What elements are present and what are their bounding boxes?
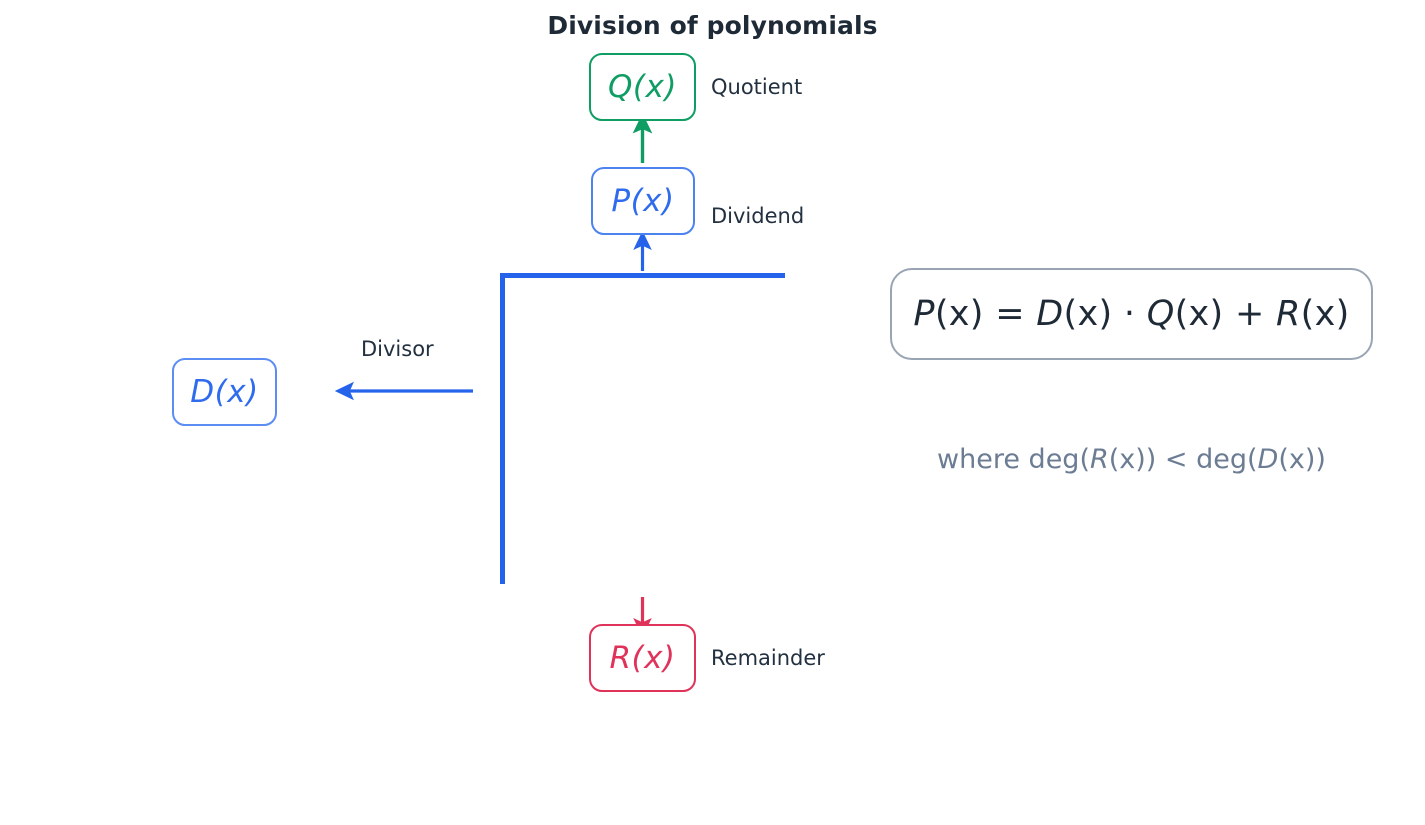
equation-equals: = xyxy=(983,294,1037,334)
condition-suffix: ) xyxy=(1315,444,1326,475)
condition-remainder-arg: (x) xyxy=(1108,444,1146,475)
divisor-box[interactable]: D(x) xyxy=(172,358,277,426)
remainder-box[interactable]: R(x) xyxy=(589,624,696,692)
dividend-label: Dividend xyxy=(711,204,805,228)
condition-remainder: R xyxy=(1089,444,1109,475)
equation-remainder: R xyxy=(1276,294,1301,334)
quotient-box[interactable]: Q(x) xyxy=(589,53,696,121)
long-division-bracket-horizontal xyxy=(500,273,785,278)
equation-remainder-arg: (x) xyxy=(1300,294,1350,334)
condition-divisor-arg: (x) xyxy=(1278,444,1316,475)
equation-quotient: Q xyxy=(1146,294,1175,334)
equation-lhs: P xyxy=(913,294,935,334)
dividend-box[interactable]: P(x) xyxy=(591,167,695,235)
equation-quotient-arg: (x) xyxy=(1174,294,1224,334)
remainder-label: Remainder xyxy=(711,646,825,670)
dividend-term: P(x) xyxy=(611,182,675,219)
quotient-label: Quotient xyxy=(711,75,803,99)
equation-card: P(x) = D(x) · Q(x) + R(x) xyxy=(890,268,1373,360)
page-title: Division of polynomials xyxy=(547,11,878,40)
divisor-label: Divisor xyxy=(361,337,434,361)
degree-condition: where deg(R(x)) < deg(D(x)) xyxy=(890,444,1373,475)
condition-divisor: D xyxy=(1257,444,1279,475)
equation-divisor-arg: (x) xyxy=(1063,294,1113,334)
equation-text: P(x) = D(x) · Q(x) + R(x) xyxy=(913,294,1349,334)
condition-prefix: where deg( xyxy=(937,444,1090,475)
equation-divisor: D xyxy=(1036,294,1064,334)
equation-lhs-arg: (x) xyxy=(934,294,984,334)
condition-mid: ) < deg( xyxy=(1145,444,1258,475)
equation-plus: + xyxy=(1223,294,1277,334)
long-division-bracket-vertical xyxy=(500,273,505,584)
divisor-term: D(x) xyxy=(190,373,259,410)
equation-dot: · xyxy=(1112,294,1147,334)
remainder-term: R(x) xyxy=(609,639,676,676)
quotient-term: Q(x) xyxy=(608,68,677,105)
